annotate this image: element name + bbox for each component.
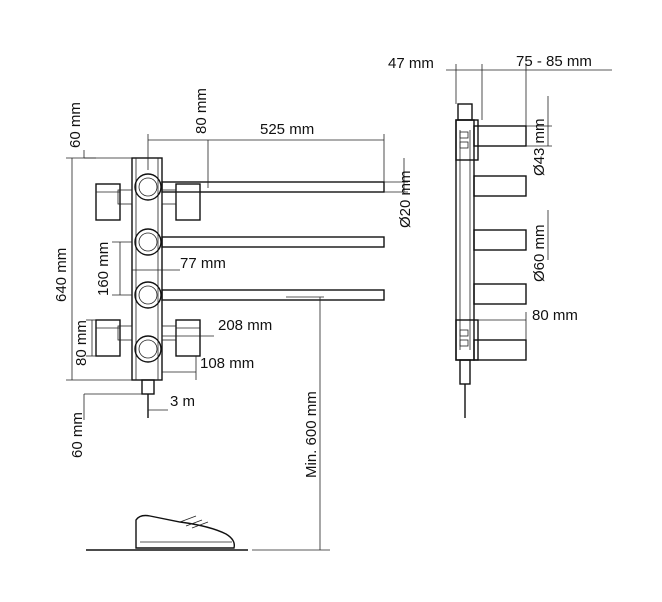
shoe-icon: [135, 514, 236, 549]
pipe-3: [161, 289, 385, 301]
knob-1: [134, 173, 162, 201]
pipe-1: [161, 181, 385, 193]
knob-3: [134, 281, 162, 309]
label-80-left: 80 mm: [73, 320, 90, 366]
label-d43: Ø43 mm: [531, 118, 548, 176]
front-view: [66, 134, 408, 551]
label-3m: 3 m: [170, 393, 195, 410]
dimension-labels: 525 mm 80 mm 60 mm 640 mm 160 mm 77 mm 8…: [53, 53, 592, 478]
pipe-knobs: [134, 173, 162, 363]
label-640: 640 mm: [53, 248, 70, 302]
pipe-2: [161, 236, 385, 248]
knob-4: [134, 335, 162, 363]
central-column: [131, 157, 163, 381]
side-view: [446, 64, 612, 418]
floor-and-shoe: [86, 514, 248, 551]
label-d20: Ø20 mm: [397, 170, 414, 228]
label-80-side: 80 mm: [532, 307, 578, 324]
heated-pipes: [161, 181, 385, 301]
label-80-top: 80 mm: [193, 88, 210, 134]
label-77: 77 mm: [180, 255, 226, 272]
front-dimension-lines: [66, 134, 408, 551]
label-108: 108 mm: [200, 355, 254, 372]
label-47: 47 mm: [388, 55, 434, 72]
label-min-600: Min. 600 mm: [303, 391, 320, 478]
label-525: 525 mm: [260, 121, 314, 138]
label-160: 160 mm: [95, 242, 112, 296]
label-d60: Ø60 mm: [531, 224, 548, 282]
label-208: 208 mm: [218, 317, 272, 334]
side-pipe-ends: [473, 125, 527, 361]
label-60-bottom: 60 mm: [69, 412, 86, 458]
label-75-85: 75 - 85 mm: [516, 53, 592, 70]
knob-2: [134, 228, 162, 256]
wall-brackets: [95, 183, 201, 357]
cable-gland: [141, 379, 155, 395]
label-60-top: 60 mm: [67, 102, 84, 148]
side-column: [455, 119, 475, 361]
